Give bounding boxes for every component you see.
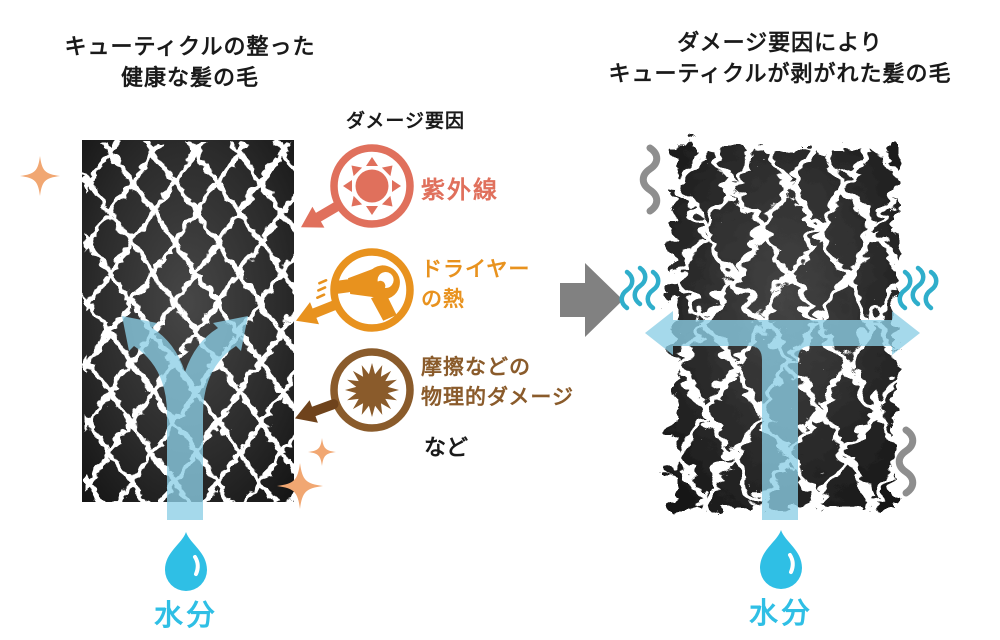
friction-factor-icon	[295, 348, 414, 432]
steam-icon-left	[619, 265, 661, 311]
moisture-label-right: 水分	[748, 596, 813, 630]
uv-factor-icon	[301, 144, 414, 228]
moisture-label-left: 水分	[153, 598, 218, 632]
hair-dryer-icon	[316, 265, 400, 321]
sparkle-icon	[20, 156, 60, 196]
damage-factors-heading: ダメージ要因	[346, 110, 466, 132]
uv-label: 紫外線	[421, 176, 499, 204]
etc-label: など	[424, 436, 469, 461]
water-drop-icon-left	[165, 532, 207, 591]
sun-icon	[343, 157, 401, 215]
moisture-retained-arrow	[122, 316, 248, 520]
right-panel-title: ダメージ要因により キューティクルが剥がれた髪の毛	[565, 28, 995, 90]
left-title-line2: 健康な髪の毛	[120, 66, 259, 91]
dryer-label-line2: の熱	[421, 287, 465, 311]
friction-damage-label: 摩擦などの 物理的ダメージ	[421, 352, 574, 412]
transformation-arrow	[560, 263, 623, 337]
right-title-line1: ダメージ要因により	[677, 31, 883, 56]
water-drop-icon-right	[760, 530, 802, 589]
sparkle-icon	[277, 463, 323, 509]
dryer-factor-icon	[296, 248, 414, 332]
dryer-label-line1: ドライヤー	[421, 257, 531, 281]
left-panel-title: キューティクルの整った 健康な髪の毛	[30, 32, 350, 94]
right-title-line2: キューティクルが剥がれた髪の毛	[608, 62, 952, 87]
starburst-icon	[345, 363, 399, 417]
left-title-line1: キューティクルの整った	[64, 35, 316, 60]
steam-icon-right	[897, 265, 939, 311]
frizz-squiggle-top	[639, 144, 661, 215]
dryer-heat-label: ドライヤー の熱	[421, 254, 530, 314]
frizz-squiggle-bottom	[895, 426, 917, 497]
healthy-hair-strand	[82, 140, 294, 502]
sparkle-icon	[308, 438, 336, 466]
friction-label-line2: 物理的ダメージ	[421, 385, 574, 409]
friction-label-line1: 摩擦などの	[421, 355, 531, 379]
moisture-escaping-arrow	[645, 311, 920, 520]
